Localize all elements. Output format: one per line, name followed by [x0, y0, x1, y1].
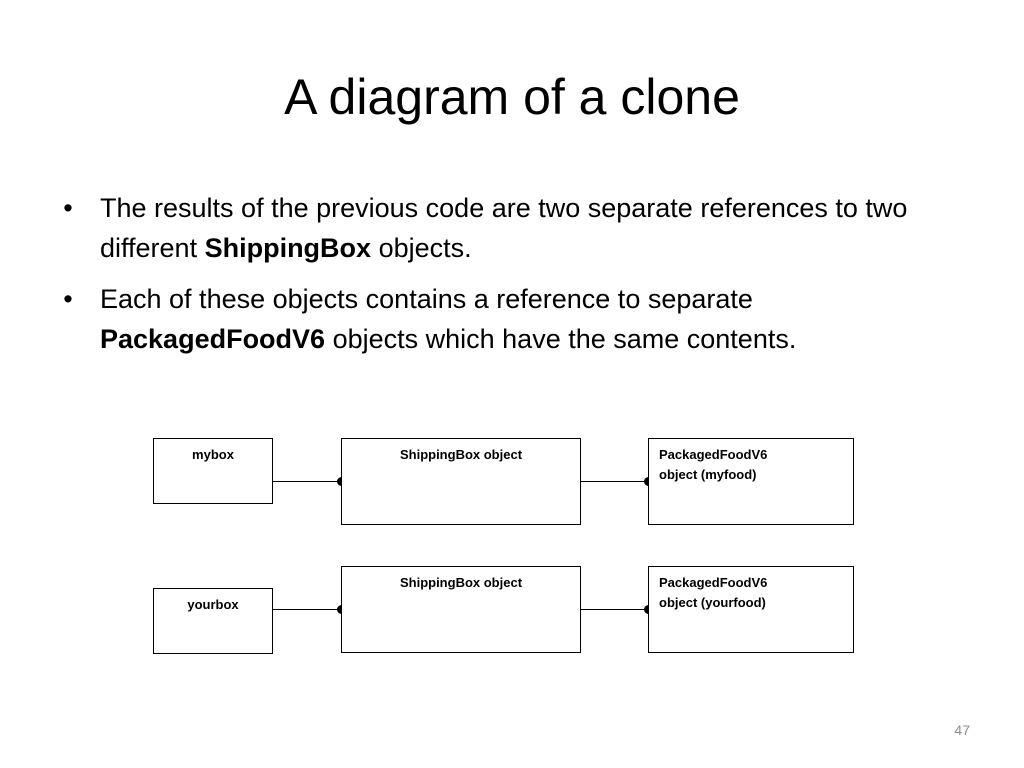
mybox-variable-box: mybox: [153, 438, 273, 504]
shipping-2-reference-line: [581, 609, 648, 610]
food-2-label-line1: PackagedFoodV6: [659, 575, 768, 590]
bullet-item: • Each of these objects contains a refer…: [58, 279, 958, 359]
bullet-list: • The results of the previous code are t…: [58, 188, 958, 370]
shipping-box-1-label: ShippingBox object: [399, 447, 523, 462]
bullet-dot-icon: •: [63, 193, 73, 223]
bullet-bold-text: ShippingBox: [204, 233, 372, 263]
bullet-dot-icon: •: [63, 284, 73, 314]
yourbox-label: yourbox: [187, 597, 239, 612]
yourbox-variable-box: yourbox: [153, 588, 273, 654]
shipping-box-object-2: ShippingBox object: [341, 566, 581, 653]
yourbox-reference-line: [273, 609, 341, 610]
bullet-bold-text: PackagedFoodV6: [100, 324, 326, 354]
bullet-text: objects which have the same contents.: [325, 324, 797, 354]
mybox-reference-line: [273, 481, 341, 482]
shipping-box-object-1: ShippingBox object: [341, 438, 581, 525]
bullet-text: Each of these objects contains a referen…: [100, 284, 753, 314]
shipping-1-reference-line: [581, 481, 648, 482]
bullet-text: objects.: [371, 233, 472, 263]
bullet-item: • The results of the previous code are t…: [58, 188, 958, 268]
page-number: 47: [954, 722, 970, 738]
food-2-label-line2: object (yourfood): [659, 595, 766, 610]
mybox-label: mybox: [192, 447, 234, 462]
shipping-box-2-label: ShippingBox object: [399, 575, 523, 590]
slide-title: A diagram of a clone: [284, 69, 740, 125]
bullet-text: The results of the previous code are two…: [100, 193, 908, 263]
food-1-label-line1: PackagedFoodV6: [659, 447, 768, 462]
food-1-label-line2: object (myfood): [659, 467, 757, 482]
packaged-food-object-1: PackagedFoodV6 object (myfood): [648, 438, 854, 525]
packaged-food-object-2: PackagedFoodV6 object (yourfood): [648, 566, 854, 653]
